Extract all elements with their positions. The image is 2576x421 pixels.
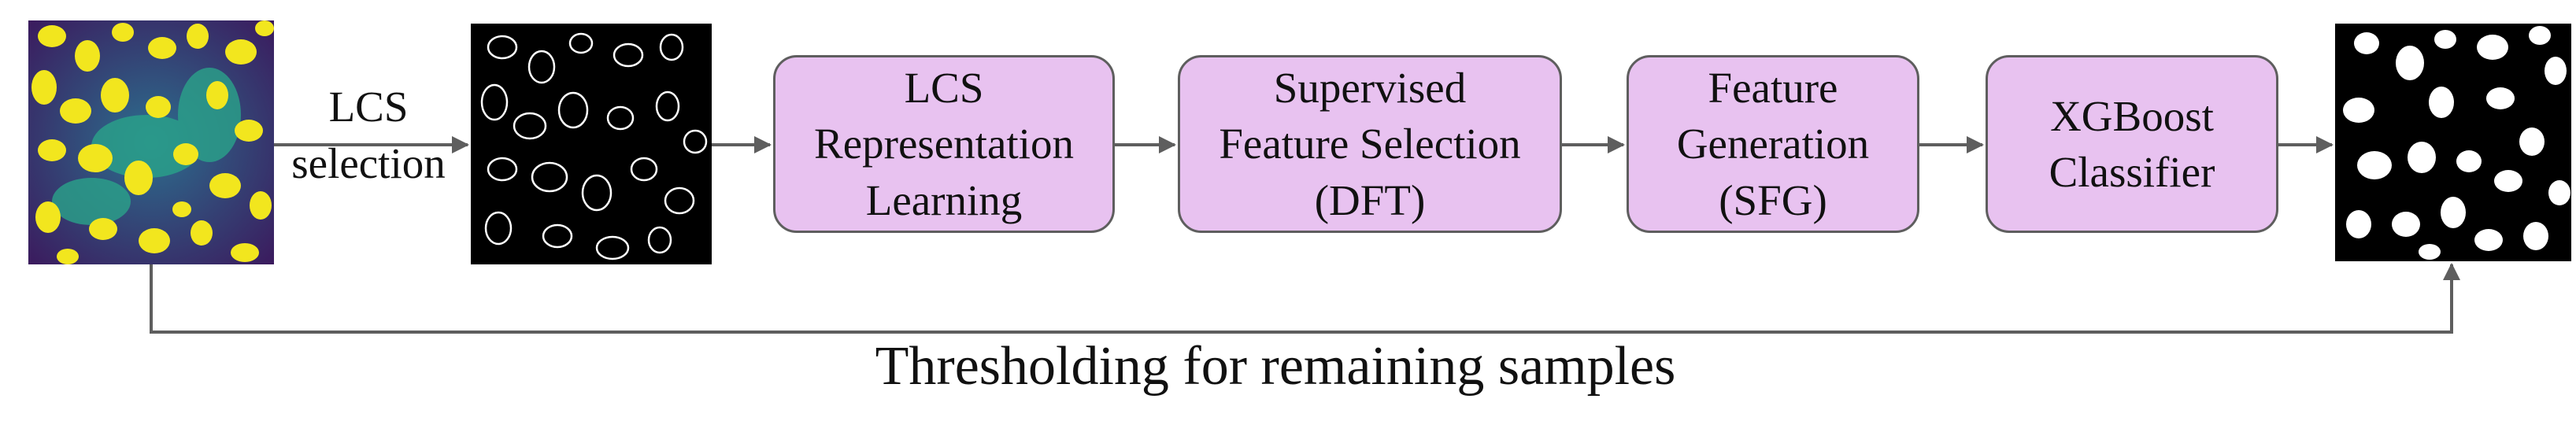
stage-4-line-2: Classifier: [2049, 148, 2215, 196]
stage-2-line-2: Feature Selection: [1219, 120, 1521, 168]
lcs-selection-line1: LCS: [328, 83, 409, 131]
stage-1-line-2: Representation: [814, 120, 1074, 168]
bypass-threshold-arrow: [150, 263, 2460, 334]
stage-1-line-1: LCS: [904, 63, 984, 112]
edge-map-icon: [471, 24, 712, 264]
stage-3-line-2: Generation: [1676, 120, 1870, 168]
cell-image-icon: [28, 20, 274, 264]
stage-feature-generation: Feature Generation (SFG): [1627, 55, 1919, 233]
stage-xgboost-classifier: XGBoost Classifier: [1986, 55, 2278, 233]
lcs-selection-label: LCS selection: [271, 79, 466, 191]
stage-2-line-1: Supervised: [1273, 63, 1467, 112]
lcs-edge-image: [471, 24, 712, 264]
thresholding-label: Thresholding for remaining samples: [875, 336, 1676, 397]
input-cell-image: [28, 20, 274, 264]
stage-4-line-1: XGBoost: [2050, 91, 2214, 140]
stage-lcs-representation-learning: LCS Representation Learning: [773, 55, 1115, 233]
stage-3-line-1: Feature: [1708, 63, 1838, 112]
stage-2-line-3: (DFT): [1314, 175, 1426, 224]
stage-supervised-feature-selection: Supervised Feature Selection (DFT): [1178, 55, 1562, 233]
output-mask-image: [2335, 24, 2571, 261]
binary-mask-icon: [2335, 24, 2571, 261]
stage-1-line-3: Learning: [865, 175, 1023, 224]
lcs-selection-line2: selection: [291, 138, 446, 187]
stage-3-line-3: (SFG): [1719, 175, 1827, 224]
